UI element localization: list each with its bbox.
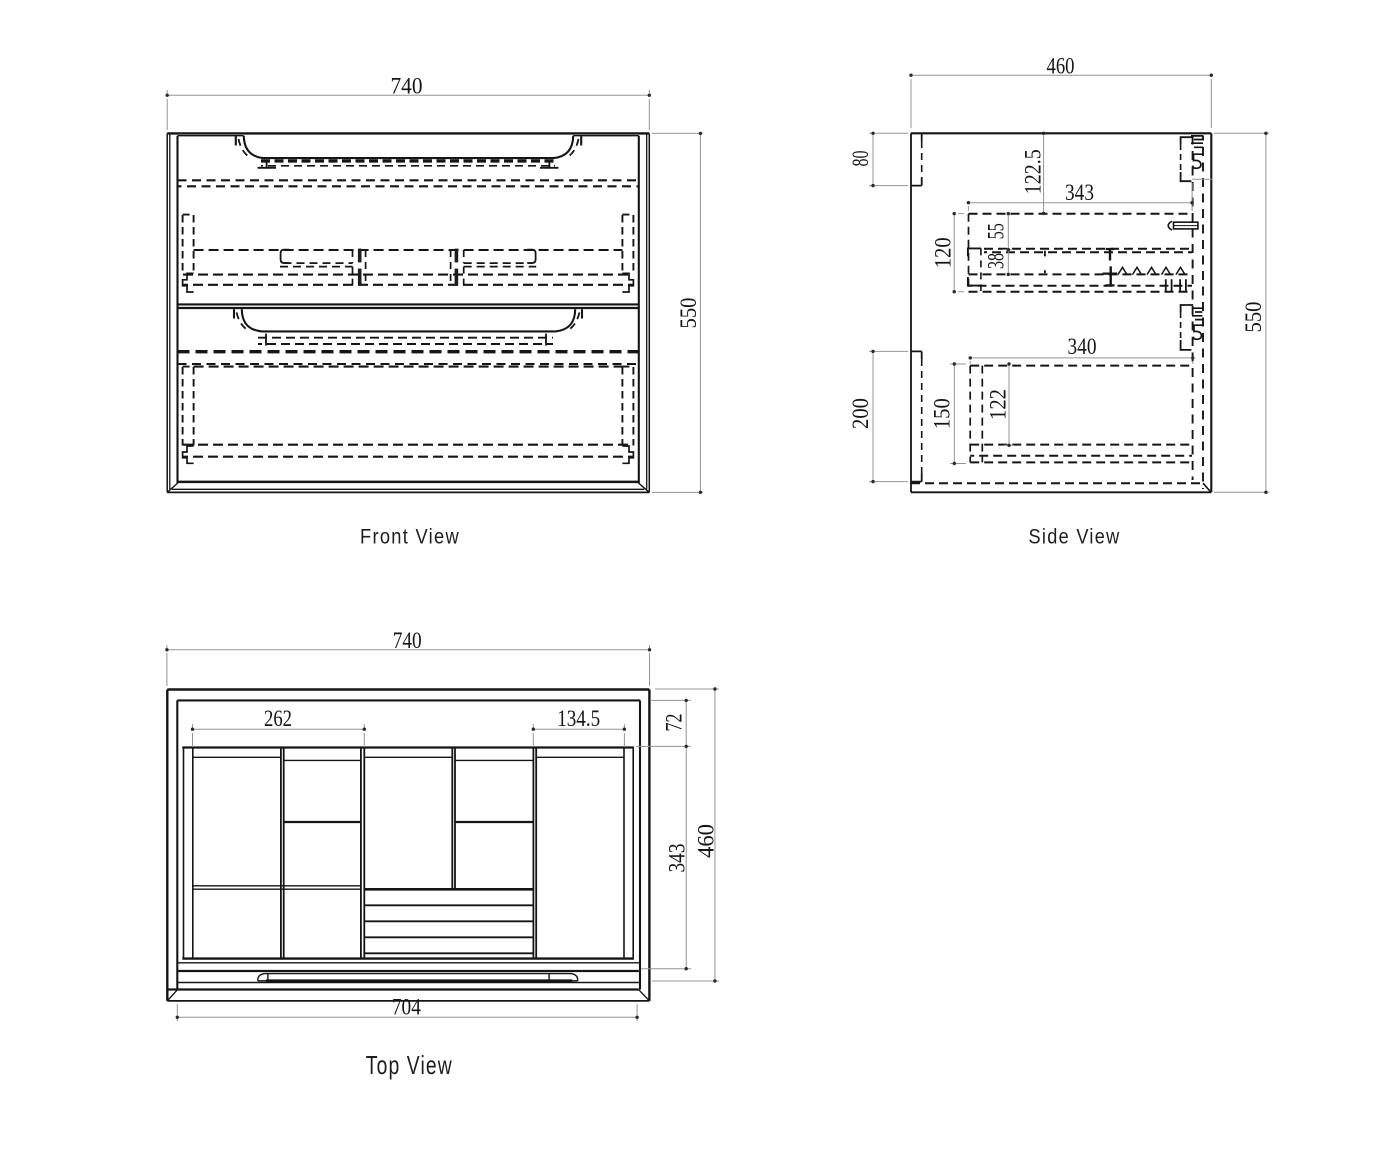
svg-text:Top View: Top View (366, 1050, 453, 1080)
svg-text:340: 340 (1068, 334, 1097, 359)
svg-text:80: 80 (848, 151, 873, 167)
svg-text:740: 740 (391, 74, 423, 99)
svg-text:Front View: Front View (360, 526, 460, 549)
svg-text:550: 550 (676, 298, 701, 329)
svg-text:Side View: Side View (1029, 526, 1121, 549)
svg-text:343: 343 (665, 844, 690, 873)
svg-text:460: 460 (694, 824, 719, 858)
svg-text:122: 122 (986, 389, 1011, 420)
svg-text:343: 343 (1065, 180, 1094, 205)
svg-text:460: 460 (1047, 54, 1075, 79)
svg-text:134.5: 134.5 (557, 706, 600, 731)
svg-text:38: 38 (984, 253, 1009, 269)
svg-text:704: 704 (392, 995, 421, 1020)
svg-text:262: 262 (264, 706, 292, 731)
svg-text:200: 200 (848, 398, 873, 429)
svg-text:122.5: 122.5 (1021, 149, 1046, 194)
svg-text:72: 72 (662, 714, 687, 732)
svg-text:120: 120 (931, 237, 956, 268)
svg-text:550: 550 (1241, 302, 1266, 333)
svg-text:55: 55 (984, 223, 1009, 239)
svg-text:150: 150 (930, 398, 955, 429)
svg-text:740: 740 (393, 628, 422, 653)
